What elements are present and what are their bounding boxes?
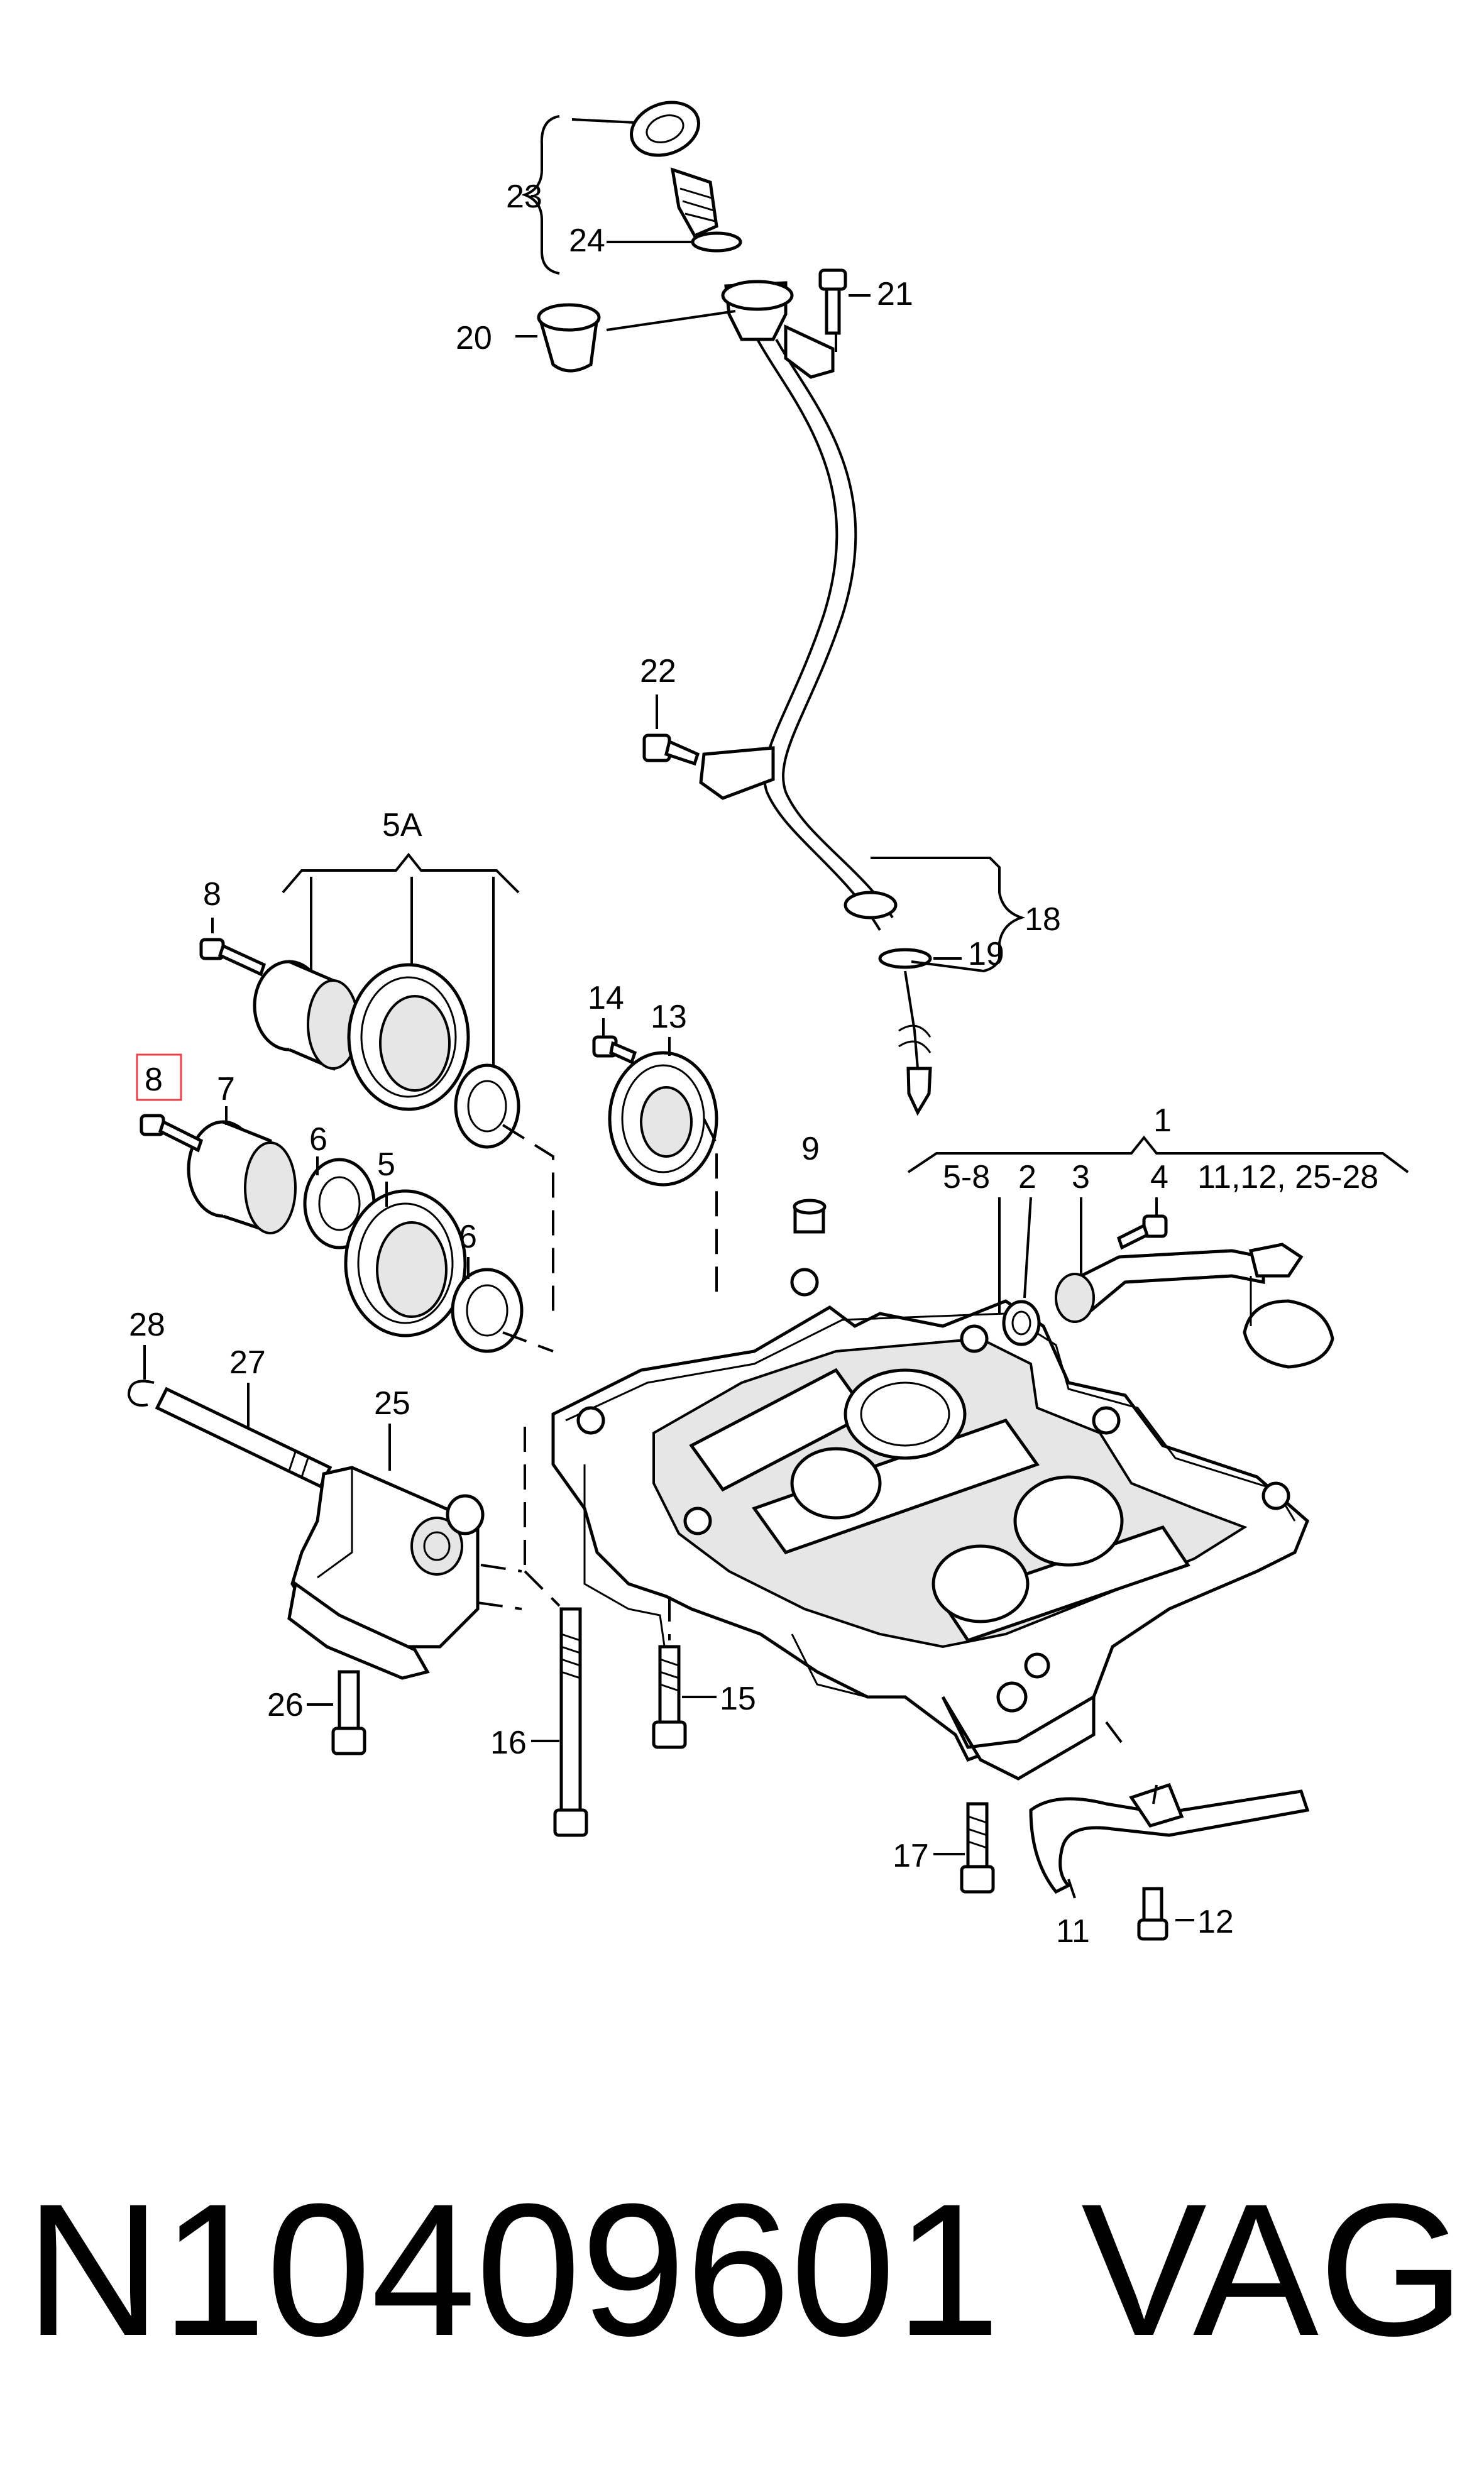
callout-22: 22 [640, 653, 676, 689]
callout-25: 25 [374, 1385, 410, 1422]
callout-3: 3 [1072, 1159, 1090, 1195]
callout-8-lower: 8 [145, 1062, 163, 1098]
callout-11-12-25-28: 11,12, 25-28 [1197, 1159, 1378, 1195]
callout-18: 18 [1025, 901, 1061, 938]
callout-7: 7 [217, 1071, 235, 1107]
callout-1: 1 [1153, 1102, 1172, 1139]
callout-5: 5 [377, 1146, 395, 1183]
dipstick-assembly [537, 101, 932, 1116]
brand-name: VAG [1081, 2164, 1465, 2375]
callout-9: 9 [801, 1131, 820, 1167]
bolt-leaders [524, 1427, 965, 1855]
callout-2: 2 [1018, 1159, 1036, 1195]
pump-leaders [143, 1345, 522, 1706]
oil-pickup-parts [1002, 1214, 1334, 1941]
callout-6-right: 6 [459, 1219, 477, 1255]
right-leaders [907, 1135, 1409, 1921]
callout-14: 14 [588, 980, 624, 1016]
callout-8-upper: 8 [203, 876, 221, 913]
callout-20: 20 [456, 320, 492, 356]
oil-pump-assembly [127, 1380, 485, 1755]
callout-labels: 23 24 20 21 22 18 19 5A 8 8 7 6 5 6 14 1… [129, 178, 1378, 1950]
callout-17: 17 [893, 1838, 929, 1874]
callout-16: 16 [490, 1725, 527, 1761]
callout-24: 24 [569, 222, 605, 259]
callout-27: 27 [229, 1344, 266, 1381]
callout-19: 19 [968, 936, 1004, 972]
callout-15: 15 [720, 1681, 756, 1717]
callout-6-left: 6 [309, 1121, 327, 1158]
gear-leaders [211, 918, 718, 1353]
gear-set-5a [140, 852, 718, 1353]
callout-12: 12 [1197, 1904, 1234, 1940]
callout-26: 26 [267, 1687, 304, 1723]
highlight-box [136, 1053, 182, 1101]
callout-23: 23 [506, 178, 542, 215]
callout-5-8: 5-8 [943, 1159, 990, 1195]
callout-13: 13 [651, 999, 687, 1035]
callout-28: 28 [129, 1307, 165, 1343]
bolts-bottom [553, 1607, 995, 1894]
callout-11: 11 [1056, 1913, 1090, 1950]
callout-5a: 5A [382, 807, 422, 843]
callout-21: 21 [877, 276, 913, 312]
part-number: N10409601 [25, 2164, 1000, 2375]
dipstick-leaders [515, 115, 1026, 973]
callout-4: 4 [1150, 1159, 1168, 1195]
balance-shaft-housing [551, 1199, 1309, 1781]
